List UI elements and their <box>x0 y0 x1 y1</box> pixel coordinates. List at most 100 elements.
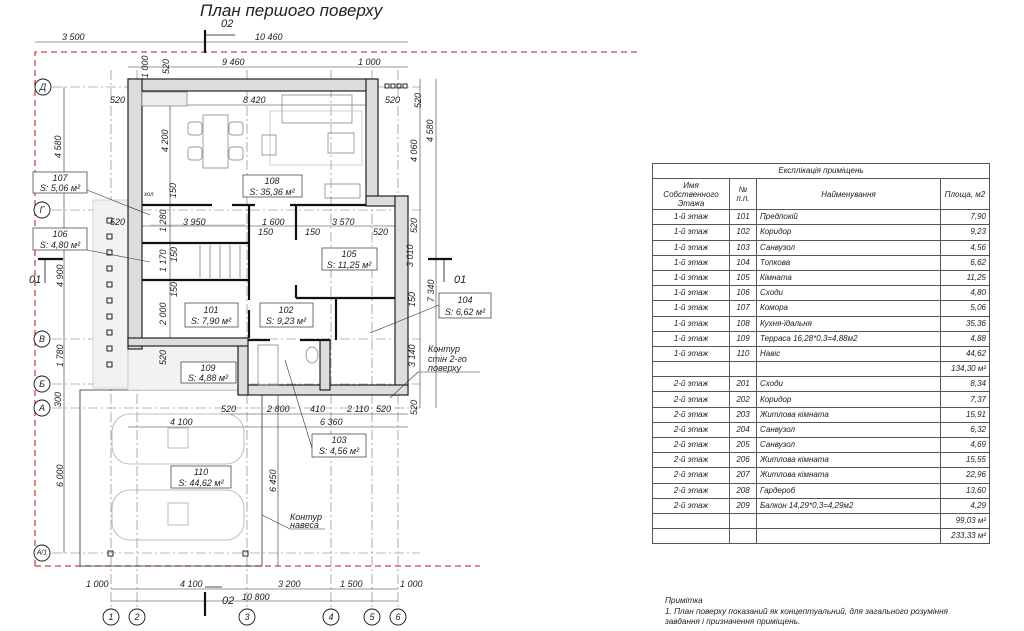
cell-name: Санвузол <box>756 421 941 439</box>
annotations: Контур стін 2-го поверху Контур навеса <box>290 344 467 530</box>
cell-floor <box>652 512 730 530</box>
dim: 6 450 <box>268 469 278 492</box>
header-area: Площа, м2 <box>940 178 990 211</box>
room-area: S: 4,88 м² <box>188 373 229 383</box>
cell-area: 8,34 <box>940 376 990 393</box>
dim: 4 900 <box>55 264 65 287</box>
cell-area: 5,06 <box>940 300 990 317</box>
cell-number: 103 <box>729 239 757 256</box>
cell-name: Комора <box>756 300 941 317</box>
dim: 520 <box>373 227 388 237</box>
cell-floor: 2-й этаж <box>652 452 730 469</box>
note-title: Примітка <box>665 596 703 605</box>
header-name: Найменування <box>756 178 941 211</box>
cell-name: Санвузол <box>756 239 941 256</box>
cell-area: 233,33 м² <box>940 528 990 545</box>
cell-area: 134,30 м² <box>940 361 990 378</box>
cell-floor: 1-й этаж <box>652 300 730 317</box>
dim: 150 <box>258 227 273 237</box>
header-number: № п.п. <box>729 178 757 211</box>
cell-floor: 1-й этаж <box>652 224 730 241</box>
dim: 2 110 <box>346 404 369 414</box>
cell-name: Терраса 16,28*0,3=4,88м2 <box>756 330 941 347</box>
dim: 7 340 <box>426 279 436 302</box>
cell-floor: 1-й этаж <box>652 285 730 302</box>
axis-label-4: 4 <box>328 612 333 622</box>
cell-floor: 1-й этаж <box>652 239 730 256</box>
room-number: 109 <box>200 363 215 373</box>
hall-label: хол <box>143 192 154 198</box>
cell-number: 206 <box>729 452 757 469</box>
dim: 4 580 <box>53 135 63 158</box>
section-label-top: 02 <box>221 18 233 30</box>
cell-name: Балкон 14,29*0,3=4,29м2 <box>756 497 941 514</box>
axis-label-1: 1 <box>108 612 113 622</box>
cell-name: Житлова кімната <box>756 467 941 484</box>
cell-area: 7,90 <box>940 209 990 226</box>
cell-area: 4,69 <box>940 436 990 454</box>
car-icon <box>111 413 245 465</box>
cell-number: 101 <box>729 209 757 226</box>
section-label-left: 01 <box>29 274 41 286</box>
room-number: 103 <box>331 435 346 445</box>
cell-area: 4,88 <box>940 330 990 347</box>
cell-number: 205 <box>729 436 757 454</box>
cell-number <box>729 361 757 378</box>
plan-title: План першого поверху <box>200 1 384 20</box>
dim: 6 360 <box>320 417 343 427</box>
dim: 3 140 <box>407 344 417 367</box>
dim: 1 780 <box>55 344 65 367</box>
dim: 150 <box>407 292 417 307</box>
dim: 520 <box>110 95 125 105</box>
cell-floor: 1-й этаж <box>652 315 730 332</box>
cars <box>111 413 245 541</box>
cell-name: Топкова <box>756 254 941 271</box>
cell-name: Кімната <box>756 269 941 287</box>
cell-number: 110 <box>729 345 757 363</box>
section-label-right: 01 <box>454 274 466 286</box>
dim: 3 950 <box>183 217 206 227</box>
dim: 6 000 <box>55 464 65 487</box>
cell-name: Житлова кімната <box>756 452 941 469</box>
cell-floor <box>652 361 730 378</box>
cell-area: 15,91 <box>940 406 990 423</box>
cell-number: 207 <box>729 467 757 484</box>
cell-floor: 1-й этаж <box>652 254 730 271</box>
room-number: 106 <box>52 229 67 239</box>
cell-name: Сходи <box>756 376 941 393</box>
dim: 300 <box>53 392 63 407</box>
room-label-boxes <box>32 171 492 489</box>
cell-floor: 2-й этаж <box>652 406 730 423</box>
furniture <box>141 91 363 386</box>
dim: 1 280 <box>158 209 168 232</box>
dim: 3 010 <box>405 244 415 267</box>
dim: 150 <box>168 183 178 198</box>
leader-lines <box>86 189 480 530</box>
dim: 4 100 <box>180 579 203 589</box>
room-number: 110 <box>194 467 208 477</box>
cell-area: 9,23 <box>940 224 990 241</box>
dim: 1 000 <box>86 579 109 589</box>
cell-number <box>729 528 757 545</box>
note: Примітка 1. План поверху показаний як ко… <box>665 596 948 628</box>
note-line: 1. План поверху показаний як концептуаль… <box>665 606 949 616</box>
dim: 150 <box>169 282 179 297</box>
cell-name: Навіс <box>756 345 941 363</box>
cell-name: Санвузол <box>756 436 941 454</box>
dim: 520 <box>409 400 419 415</box>
dim: 2 800 <box>266 404 290 414</box>
cell-floor: 2-й этаж <box>652 497 730 514</box>
annotation-canopy: навеса <box>290 520 319 530</box>
dim: 4 100 <box>170 417 193 427</box>
room-area: S: 5,06 м² <box>40 183 81 193</box>
